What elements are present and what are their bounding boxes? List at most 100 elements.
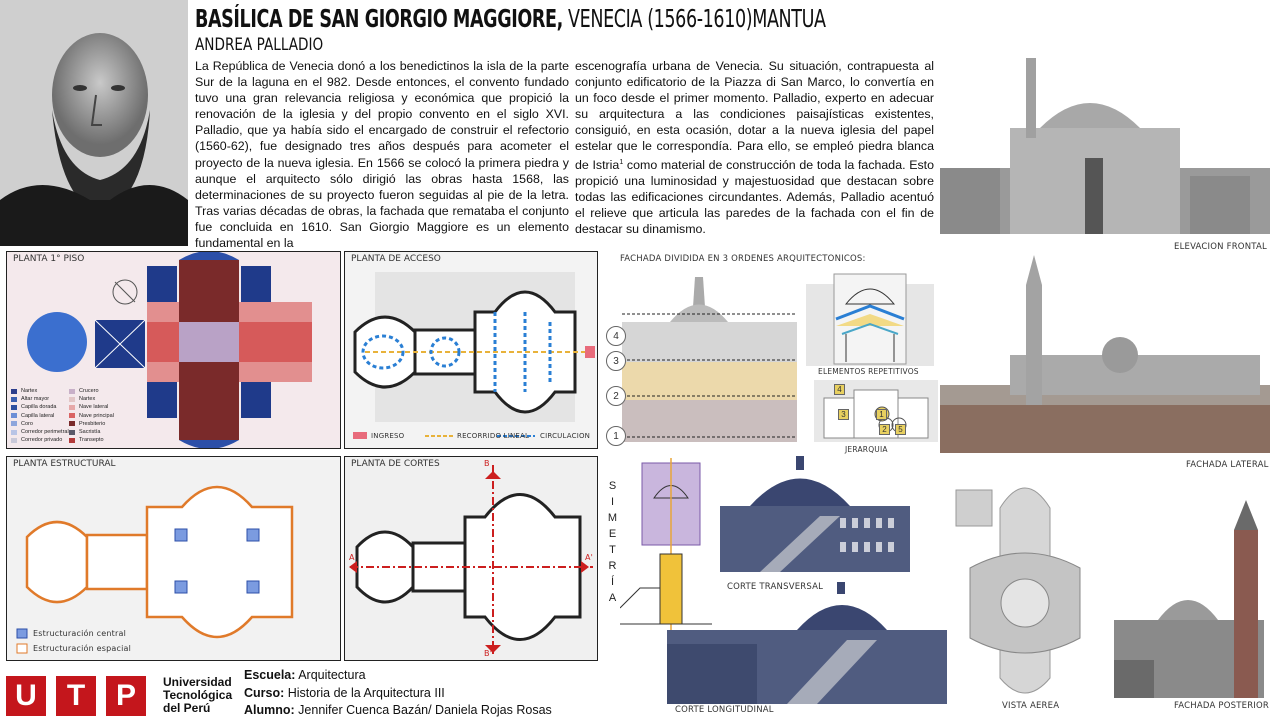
utp-logo: U T P Universidad Tecnológica del Perú <box>0 668 236 720</box>
legend-label: Corredor perimetral <box>21 429 69 435</box>
orden-number-4: 4 <box>606 326 626 346</box>
simetria-letter: R <box>608 560 618 572</box>
legend-label: Capilla lateral <box>21 412 55 419</box>
legend-label: Corredor privado <box>21 437 63 444</box>
orden-number-3: 3 <box>606 351 626 371</box>
utp-logo-u: U <box>6 676 46 716</box>
legend-item: Capilla lateral <box>11 413 54 419</box>
simetria-letter: S <box>608 480 618 492</box>
legend-ingreso: INGRESO <box>371 432 405 440</box>
utp-logo-p: P <box>106 676 146 716</box>
legend-item: Crucero <box>69 388 99 394</box>
body-text-col2: escenografía urbana de Venecia. Su situa… <box>575 59 935 237</box>
elevacion-frontal-drawing <box>940 58 1270 234</box>
legend-label: Crucero <box>79 388 99 394</box>
jerarquia-number-2: 2 <box>879 424 890 435</box>
simetria-letter: M <box>607 512 619 524</box>
corte-transversal-caption: CORTE TRANSVERSAL <box>727 582 824 592</box>
panel-planta-estructural: PLANTA ESTRUCTURAL Estructuración centra… <box>6 456 341 661</box>
simetria-letter: T <box>609 544 617 556</box>
corte-transversal-drawing <box>720 456 910 572</box>
legend-label: Coro <box>21 420 33 427</box>
planta-acceso-drawing <box>353 272 595 439</box>
credit-alumno: Alumno: Jennifer Cuenca Bazán/ Daniela R… <box>244 703 552 717</box>
elementos-repetitivos-drawing <box>806 273 934 366</box>
simetria-drawing <box>620 458 712 648</box>
cut-mark-a2: A' <box>585 553 594 562</box>
legend-item: Nartex <box>11 388 37 394</box>
legend-item: Nartex <box>69 396 95 402</box>
legend-recorrido: RECORRIDO LINEAL <box>457 432 530 440</box>
credit-curso: Curso: Historia de la Arquitectura III <box>244 686 445 700</box>
credit-escuela: Escuela: Arquitectura <box>244 668 366 682</box>
jerarquia-number-4: 4 <box>834 384 845 395</box>
legend-swatch <box>69 396 75 402</box>
elevacion-frontal-caption: ELEVACION FRONTAL <box>1174 242 1267 252</box>
planta-acceso-label: PLANTA DE ACCESO <box>351 254 441 264</box>
author-name: ANDREA PALLADIO <box>195 35 324 55</box>
vista-aerea-caption: VISTA AEREA <box>1002 701 1060 711</box>
simetria-letter: Í <box>610 576 616 588</box>
utp-university-name: Universidad Tecnológica del Perú <box>163 675 233 715</box>
legend-label: Nartex <box>79 396 96 403</box>
legend-item: Capilla dorada <box>11 404 56 410</box>
legend-swatch <box>69 413 75 419</box>
jerarquia-number-5: 5 <box>895 424 906 435</box>
legend-swatch <box>69 404 75 410</box>
jerarquia-caption: JERARQUIA <box>845 445 888 454</box>
planta-cortes-label: PLANTA DE CORTES <box>351 459 440 469</box>
body-text-col1: La República de Venecia donó a los bened… <box>195 59 569 251</box>
orden-number-2: 2 <box>606 386 626 406</box>
legend-item: Nave principal <box>69 413 114 419</box>
legend-swatch <box>11 429 17 435</box>
legend-label: Nave lateral <box>79 404 109 411</box>
palladio-portrait <box>0 0 188 246</box>
legend-swatch <box>11 404 17 410</box>
legend-item: Nave lateral <box>69 404 108 410</box>
legend-label: Altar mayor <box>21 396 50 403</box>
legend-estructuracion-central: Estructuración central <box>33 629 126 638</box>
legend-label: Transepto <box>79 437 104 444</box>
legend-item: Coro <box>11 421 33 427</box>
legend-swatch <box>69 421 75 427</box>
simetria-letter: A <box>608 592 618 604</box>
legend-label: Capilla dorada <box>21 404 57 411</box>
legend-item: Altar mayor <box>11 396 49 402</box>
legend-label: Nartex <box>21 388 38 394</box>
planta-cortes-drawing <box>349 465 593 657</box>
planta-estructural-drawing <box>16 485 294 654</box>
legend-item: Transepto <box>69 437 104 443</box>
page-title: BASÍLICA DE SAN GIORGIO MAGGIORE, VENECI… <box>195 4 826 33</box>
legend-swatch <box>11 388 17 394</box>
planta-piso-drawing <box>27 252 312 448</box>
utp-logo-t: T <box>56 676 96 716</box>
legend-circulacion: CIRCULACION <box>540 432 591 440</box>
jerarquia-number-3: 3 <box>838 409 849 420</box>
simetria-letter: I <box>610 496 616 508</box>
planta-estructural-label: PLANTA ESTRUCTURAL <box>13 459 116 469</box>
jerarquia-number-1: 1 <box>876 409 887 420</box>
fachada-ordenes-caption: FACHADA DIVIDIDA EN 3 ORDENES ARQUITECTO… <box>620 254 866 264</box>
legend-label: Sacristía <box>79 429 101 435</box>
fachada-lateral-caption: FACHADA LATERAL <box>1186 460 1269 470</box>
legend-item: Sacristía <box>69 429 100 435</box>
elementos-repetitivos-caption: ELEMENTOS REPETITIVOS <box>818 367 919 376</box>
legend-swatch <box>69 429 75 435</box>
legend-label: Nave principal <box>79 412 114 419</box>
fachada-posterior-caption: FACHADA POSTERIOR <box>1174 701 1270 711</box>
legend-swatch <box>11 396 17 402</box>
legend-swatch <box>69 437 75 443</box>
corte-longitudinal-caption: CORTE LONGITUDINAL <box>675 705 774 715</box>
legend-swatch <box>69 388 75 394</box>
vista-aerea-drawing <box>955 487 1081 694</box>
legend-swatch <box>11 421 17 427</box>
legend-estructuracion-espacial: Estructuración espacial <box>33 644 132 653</box>
panel-planta-cortes: PLANTA DE CORTES A A' B B' <box>344 456 598 661</box>
cut-mark-a: A <box>349 553 355 562</box>
legend-item: Corredor perimetral <box>11 429 69 435</box>
orden-number-1: 1 <box>606 426 626 446</box>
fachada-lateral-drawing <box>940 255 1270 453</box>
